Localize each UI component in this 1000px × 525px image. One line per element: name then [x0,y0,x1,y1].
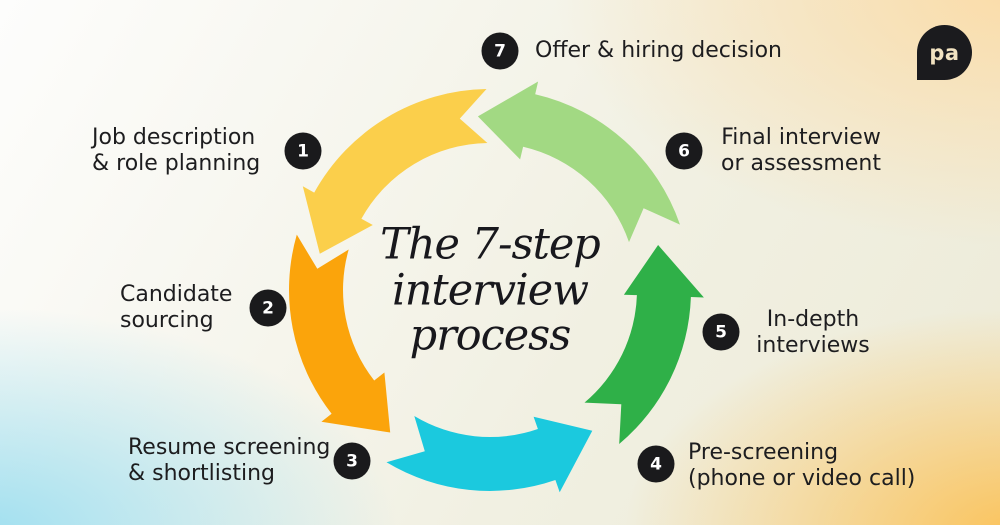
step-label-2: Candidate sourcing [120,282,232,334]
step-number: 3 [346,451,358,471]
step-label-line: Pre-screening [688,440,839,466]
step-badge-3: 3 [333,442,371,480]
step-badge-7: 7 [481,32,519,70]
step-badge-4: 4 [637,445,675,483]
step-label-7: Offer & hiring decision [535,38,782,64]
step-badge-2: 2 [249,289,287,327]
step-label-line: & role planning [92,151,261,176]
step-number: 2 [262,298,274,318]
step-label-line: interviews [756,333,870,358]
title-line: interview [391,265,589,316]
step-label-line: Resume screening [128,435,331,461]
step-label-4: Pre-screening (phone or video call) [688,440,915,492]
step-label-line: Candidate [120,282,233,308]
arrow-2-icon [289,234,391,433]
step-label-line: & shortlisting [128,461,276,486]
step-label-line: (phone or video call) [688,466,916,491]
title-line: The 7-step [380,219,601,270]
brand-logo-icon: pa [917,25,972,80]
brand-logo-text: pa [929,40,960,65]
step-number: 4 [650,454,662,474]
title-line: process [409,310,572,361]
arrow-3-icon [386,416,593,493]
step-number: 7 [494,41,506,61]
step-number: 6 [678,141,690,161]
step-label-line: In-depth [766,307,860,333]
arrow-4-icon [584,245,704,444]
step-label-line: Final interview [721,125,881,151]
step-label-5: In-depth interviews [756,307,869,359]
step-badge-5: 5 [702,313,740,351]
diagram-title: The 7-step interview process [320,219,660,361]
step-label-3: Resume screening & shortlisting [128,435,330,487]
step-label-line: Job description [92,125,256,151]
step-label-1: Job description & role planning [92,125,260,177]
step-label-6: Final interview or assessment [721,125,881,177]
step-label-line: Offer & hiring decision [535,38,782,64]
step-badge-6: 6 [665,132,703,170]
step-number: 5 [715,322,727,342]
step-number: 1 [297,141,309,161]
step-label-line: sourcing [120,308,214,333]
arrow-1-icon [302,89,488,254]
step-label-line: or assessment [721,151,881,176]
arrow-5-icon [477,81,680,243]
step-badge-1: 1 [284,132,322,170]
